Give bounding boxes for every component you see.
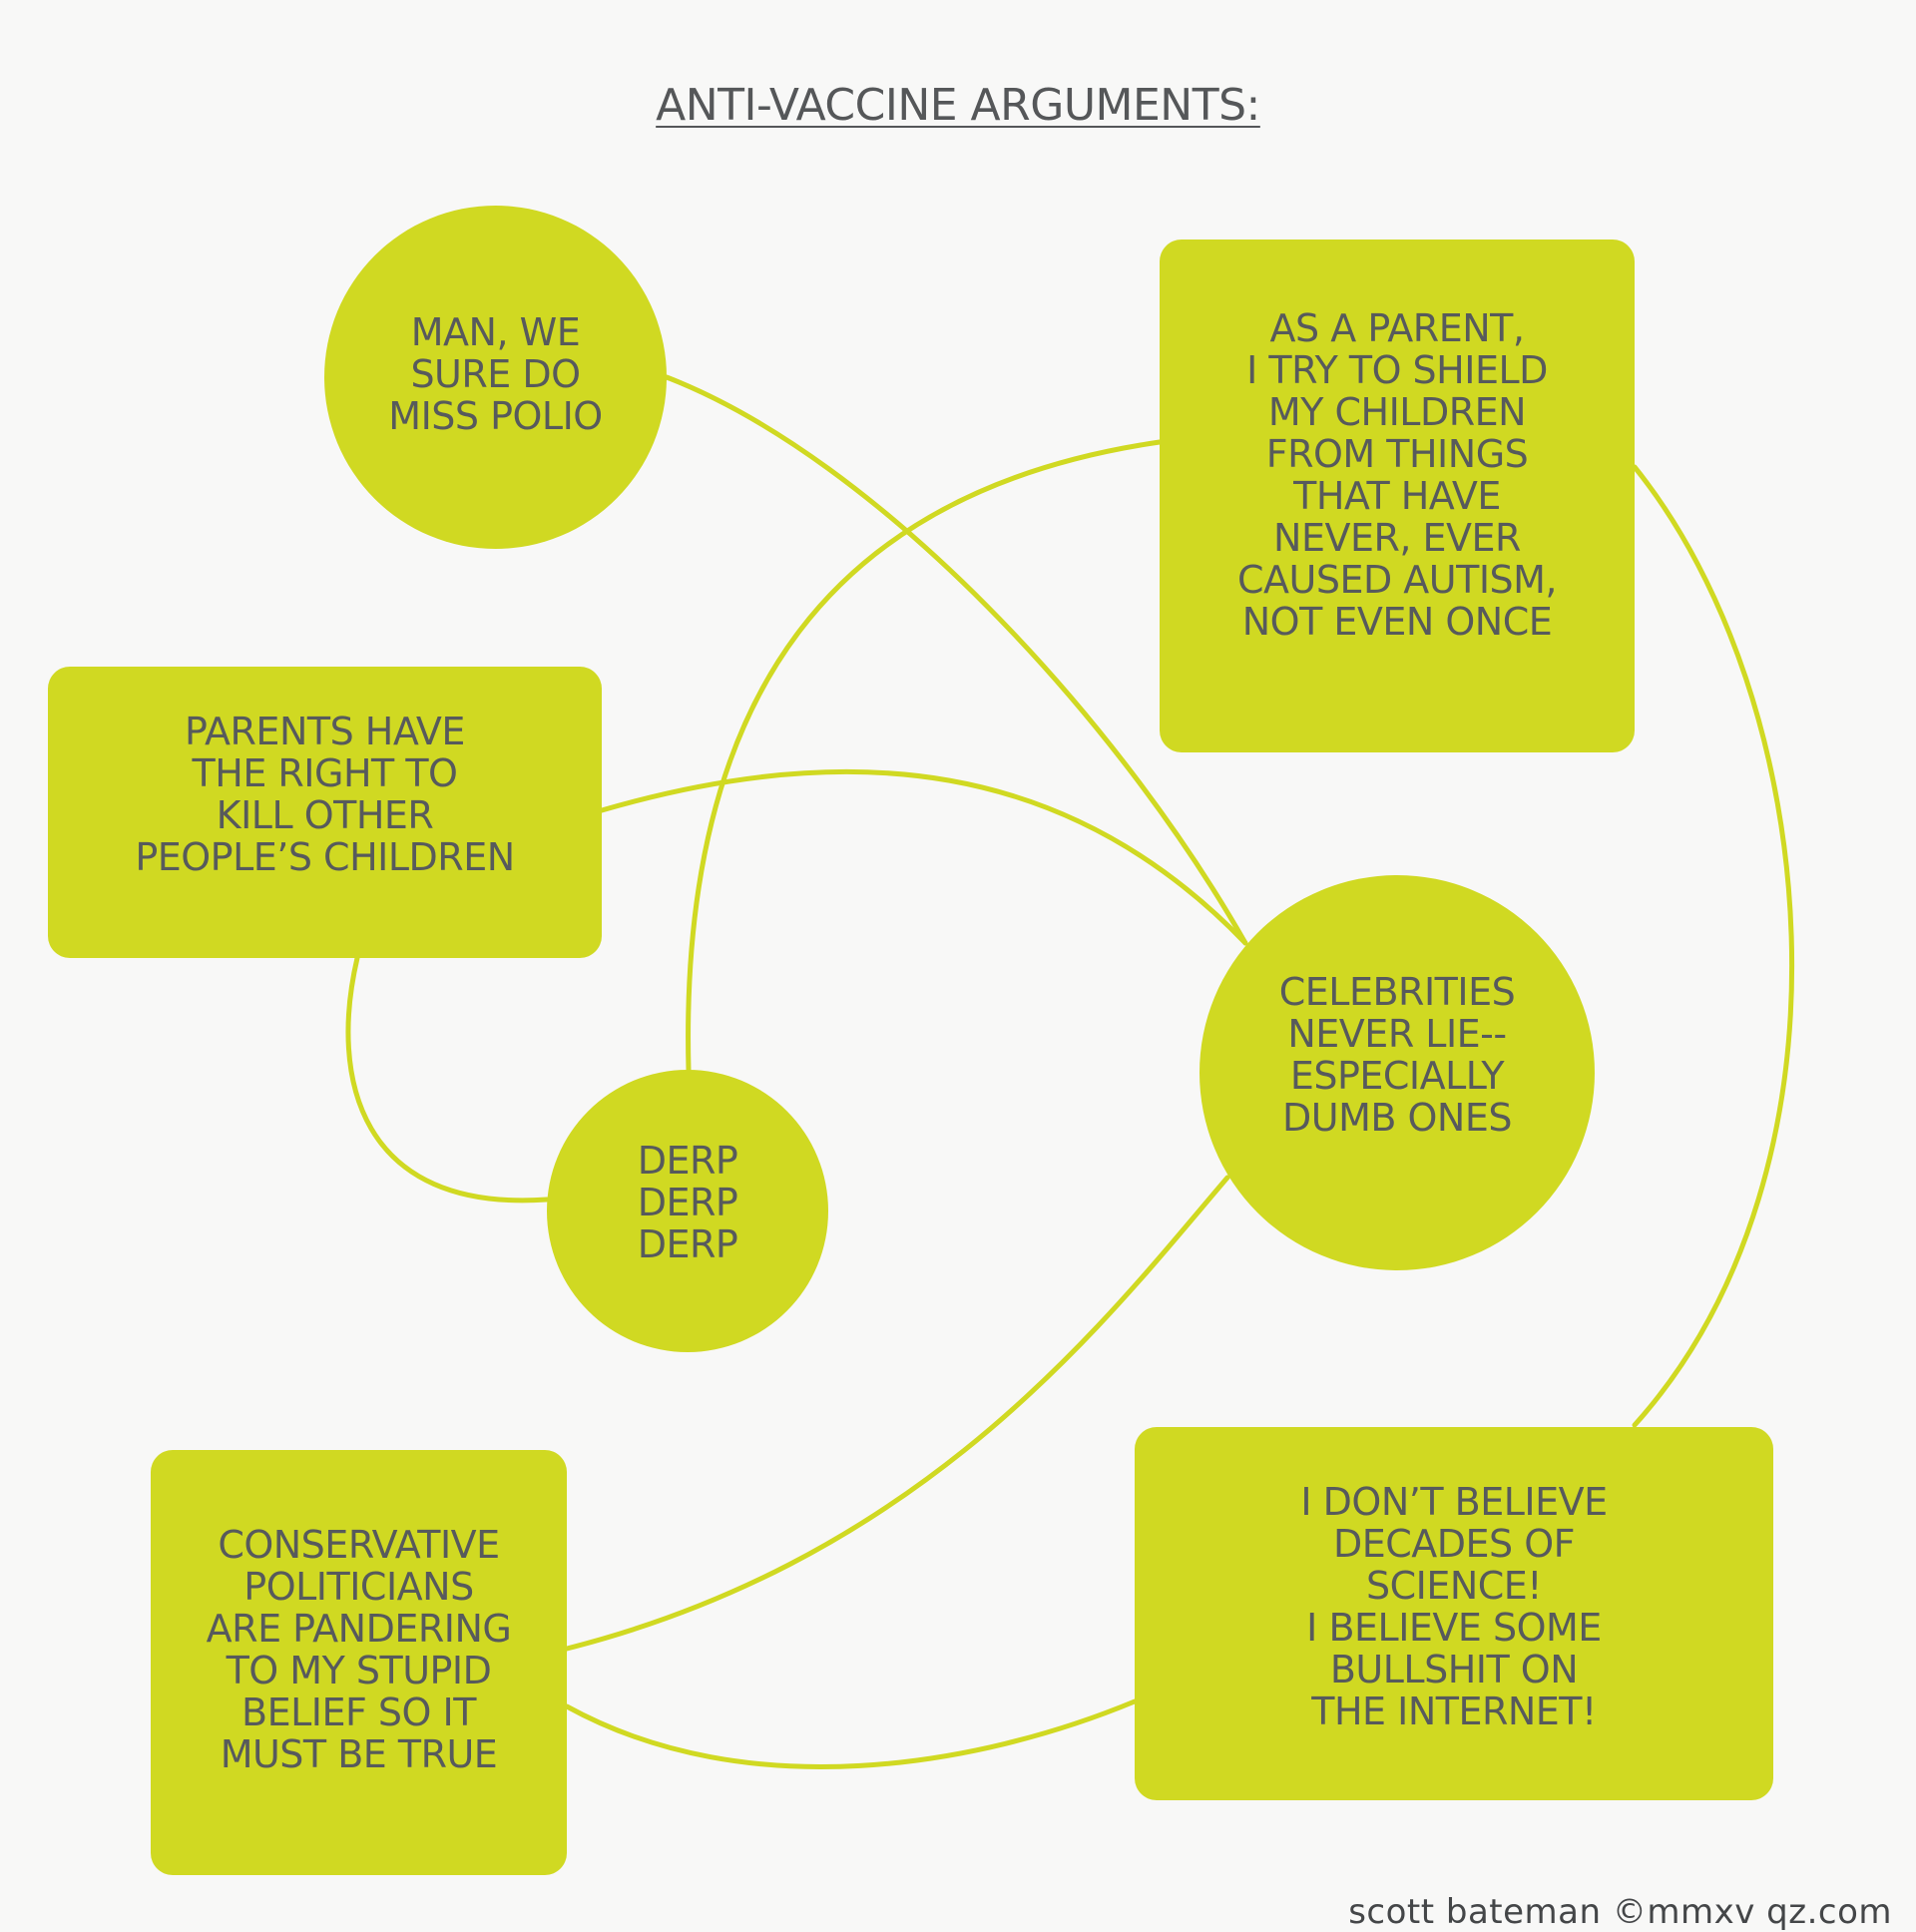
connector-conservative-to-science — [564, 1698, 1138, 1769]
node-science: I DON’T BELIEVE DECADES OF SCIENCE! I BE… — [1135, 1427, 1773, 1800]
node-parent-shield-label: AS A PARENT, I TRY TO SHIELD MY CHILDREN… — [1236, 306, 1558, 644]
node-celebrities-label: CELEBRITIES NEVER LIE-- ESPECIALLY DUMB … — [1278, 970, 1516, 1140]
credit-line: scott bateman ©mmxv qz.com — [1348, 1892, 1892, 1932]
diagram-title: ANTI-VACCINE ARGUMENTS: — [656, 80, 1260, 131]
node-parent-shield: AS A PARENT, I TRY TO SHIELD MY CHILDREN… — [1160, 240, 1635, 752]
node-science-label: I DON’T BELIEVE DECADES OF SCIENCE! I BE… — [1300, 1480, 1608, 1733]
connector-parentshield-to-science — [1632, 464, 1795, 1428]
connector-polio-to-celebrities — [664, 374, 1248, 946]
node-derp-label: DERP DERP DERP — [637, 1139, 738, 1266]
node-miss-polio: MAN, WE SURE DO MISS POLIO — [324, 206, 667, 549]
connector-parentshield-to-derp — [686, 439, 1163, 1073]
connector-parentsright-to-derp — [345, 955, 550, 1204]
node-conservative: CONSERVATIVE POLITICIANS ARE PANDERING T… — [151, 1450, 567, 1875]
node-miss-polio-label: MAN, WE SURE DO MISS POLIO — [388, 310, 603, 438]
node-derp: DERP DERP DERP — [547, 1070, 828, 1352]
node-parents-right-label: PARENTS HAVE THE RIGHT TO KILL OTHER PEO… — [135, 710, 515, 879]
connector-conservative-to-celebrities — [564, 1175, 1230, 1652]
node-parents-right: PARENTS HAVE THE RIGHT TO KILL OTHER PEO… — [48, 667, 602, 958]
connector-parentsright-to-celebrities — [599, 768, 1248, 946]
node-conservative-label: CONSERVATIVE POLITICIANS ARE PANDERING T… — [206, 1523, 512, 1776]
node-celebrities: CELEBRITIES NEVER LIE-- ESPECIALLY DUMB … — [1199, 875, 1595, 1270]
